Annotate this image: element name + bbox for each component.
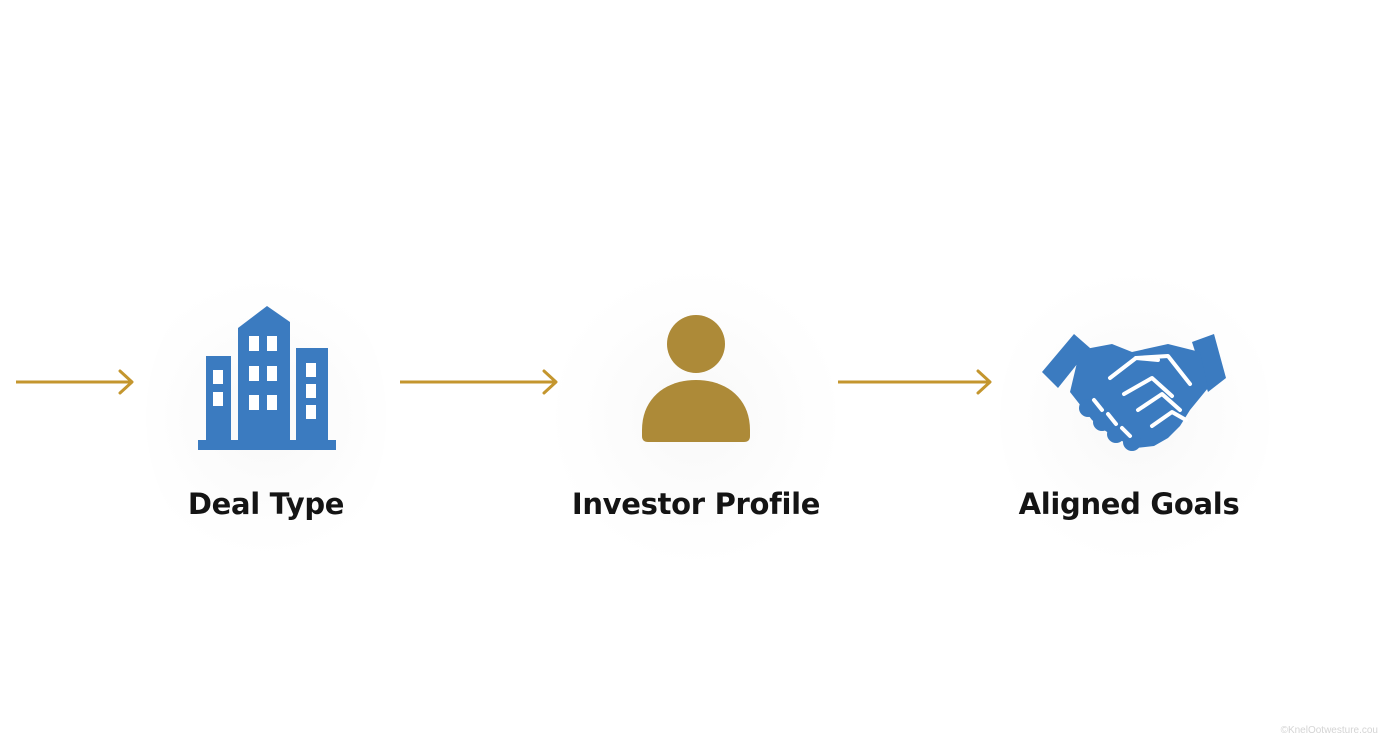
flow-arrow-in — [16, 368, 136, 396]
flow-arrow-1 — [400, 368, 560, 396]
person-icon — [640, 314, 752, 444]
flow-arrow-2 — [838, 368, 994, 396]
watermark-text: ©KnelOotwesture.cou — [1280, 725, 1378, 736]
office-building-icon — [196, 304, 338, 452]
step-label-investor-profile: Investor Profile — [571, 487, 821, 521]
step-label-deal-type: Deal Type — [187, 487, 345, 521]
step-label-aligned-goals: Aligned Goals — [1018, 487, 1240, 521]
handshake-icon — [1040, 330, 1228, 452]
